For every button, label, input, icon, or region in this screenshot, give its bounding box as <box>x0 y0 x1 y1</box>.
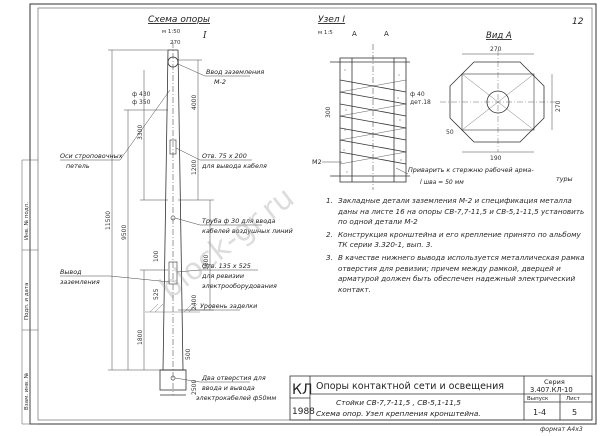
dim-9500: 9500 <box>121 225 128 240</box>
view-title: Вид А <box>486 31 512 41</box>
dim-phi-bot: ф 350 <box>132 99 151 106</box>
dim-2500: 2500 <box>191 380 198 395</box>
pole-openings <box>168 139 178 381</box>
pole-labels: Ввод заземления М-2 Отв. 75 х 200 для вы… <box>60 68 293 402</box>
arrow-a2: А <box>384 30 389 38</box>
label-ground-detail-2: М-2 <box>214 78 226 86</box>
note-1-text: Закладные детали заземления М-2 и специф… <box>338 196 585 227</box>
pole-body <box>159 42 187 396</box>
dim-phi-top: ф 430 <box>132 91 151 98</box>
label-ground-out: Вывод <box>60 268 82 276</box>
dim-270-side: 270 <box>555 100 562 112</box>
dim-500: 500 <box>185 348 192 360</box>
note-3-num: 3. <box>326 252 333 262</box>
tb-org-code: 1988 <box>292 407 315 417</box>
height-mark: м 1:50 <box>162 29 181 35</box>
label-ground-detail: Ввод заземления <box>206 68 264 76</box>
weld-length: l шва = 50 мм <box>420 179 464 186</box>
note-2: 2. Конструкция кронштейна и его крепление… <box>326 230 590 251</box>
note-3-text: В качестве нижнего вывода используется м… <box>338 252 585 294</box>
dim-4000: 4000 <box>191 95 198 110</box>
node-drawing <box>330 44 410 190</box>
weld-note-b: туры <box>556 175 573 183</box>
tb-sub-2: Схема опор. Узел крепления кронштейна. <box>316 409 481 418</box>
sheet-corner: 12 <box>572 17 584 27</box>
label-bottom-holes-c: электрокабелей ф50мм <box>196 394 276 402</box>
dimension-values: 11500 9500 3300 4000 1200 1600 2400 1800… <box>105 91 210 395</box>
arrow-a1: А <box>352 30 357 38</box>
dim-1600: 1600 <box>203 255 210 270</box>
side-stamp <box>21 159 38 425</box>
dim-100: 100 <box>153 250 160 262</box>
tb-title: Опоры контактной сети и освещения <box>316 381 504 392</box>
leader-lines <box>60 63 262 383</box>
tb-org-mark: КЛ <box>292 382 312 398</box>
tb-issue-label: Выпуск <box>527 396 549 402</box>
scheme-title: Схема опоры <box>148 15 210 25</box>
detail-m2: М2 <box>312 158 322 166</box>
tb-sheet-value: 5 <box>572 408 577 417</box>
ground-hatch <box>145 303 200 313</box>
dim-270-top: 270 <box>170 40 181 46</box>
weld-leader <box>395 167 409 175</box>
label-bottom-holes-b: ввода и вывода <box>202 384 255 392</box>
dim-300: 300 <box>325 106 332 118</box>
label-hole-1b: для вывода кабеля <box>201 162 267 170</box>
dim-ph40: ф 40 <box>410 91 425 98</box>
general-notes: 1. Закладные детали заземления М-2 и спец… <box>326 196 590 297</box>
label-pipe: Труба ф 30 для ввода <box>202 217 276 225</box>
dim-50: 50 <box>446 129 454 136</box>
label-bottom-holes: Два отверстия для <box>201 374 266 382</box>
scheme-roman: I <box>202 31 207 41</box>
dim-11500: 11500 <box>105 211 112 230</box>
tb-issue-value: 1-4 <box>533 408 546 417</box>
dim-1800: 1800 <box>137 330 144 345</box>
note-2-num: 2. <box>326 229 333 239</box>
node-scale: м 1:5 <box>318 30 333 36</box>
tb-series-label: Серия <box>544 378 565 386</box>
dimension-lines <box>108 49 214 371</box>
side-stamp-row3: Взам. инв. № <box>24 372 30 410</box>
side-stamp-row1: Инв. № подл. <box>24 202 30 240</box>
dim-270-node: 270 <box>490 46 502 53</box>
side-stamp-row2: Подп. и дата <box>24 283 30 320</box>
tb-sub-1: Стойки СВ-7,7-11,5 , СВ-5,1-11,5 <box>336 398 461 407</box>
weld-note: Приварить к стержню рабочей арма- <box>408 166 534 174</box>
view-plate-outer <box>449 61 545 143</box>
title-block-grid <box>289 375 593 421</box>
det-label: дет.18 <box>410 99 431 106</box>
label-hole-2c: электрооборудования <box>202 282 277 290</box>
dim-1200: 1200 <box>191 160 198 175</box>
dim-2400: 2400 <box>191 295 198 310</box>
note-1-num: 1. <box>326 196 333 205</box>
label-ground-out-b: заземления <box>60 278 100 286</box>
note-1: 1. Закладные детали заземления М-2 и спец… <box>326 196 590 228</box>
tb-sheet-label: Лист <box>566 396 581 402</box>
label-hole-1: Отв. 75 х 200 <box>202 152 247 160</box>
dim-190: 190 <box>490 155 502 162</box>
label-pipe-b: кабелей воздушных линий <box>202 227 293 235</box>
tb-format: формат А4х3 <box>540 426 583 433</box>
tb-series-value: 3.407.КЛ-10 <box>530 386 573 394</box>
label-hole-2: Отв. 135 х 525 <box>202 262 251 270</box>
note-3: 3. В качестве нижнего вывода используется… <box>326 253 590 295</box>
note-2-text: Конструкция кронштейна и его крепление п… <box>338 229 581 250</box>
dim-525: 525 <box>153 288 160 300</box>
label-ground-level: Уровень заделки <box>200 302 257 310</box>
node-stipple <box>343 69 402 173</box>
label-pole-axis-b: петель <box>66 162 90 170</box>
node-title: Узел I <box>318 15 345 25</box>
label-hole-2b: для ревизии <box>201 272 244 280</box>
label-pole-axis: Оси строповочных <box>60 152 123 160</box>
dim-3300: 3300 <box>137 125 144 140</box>
